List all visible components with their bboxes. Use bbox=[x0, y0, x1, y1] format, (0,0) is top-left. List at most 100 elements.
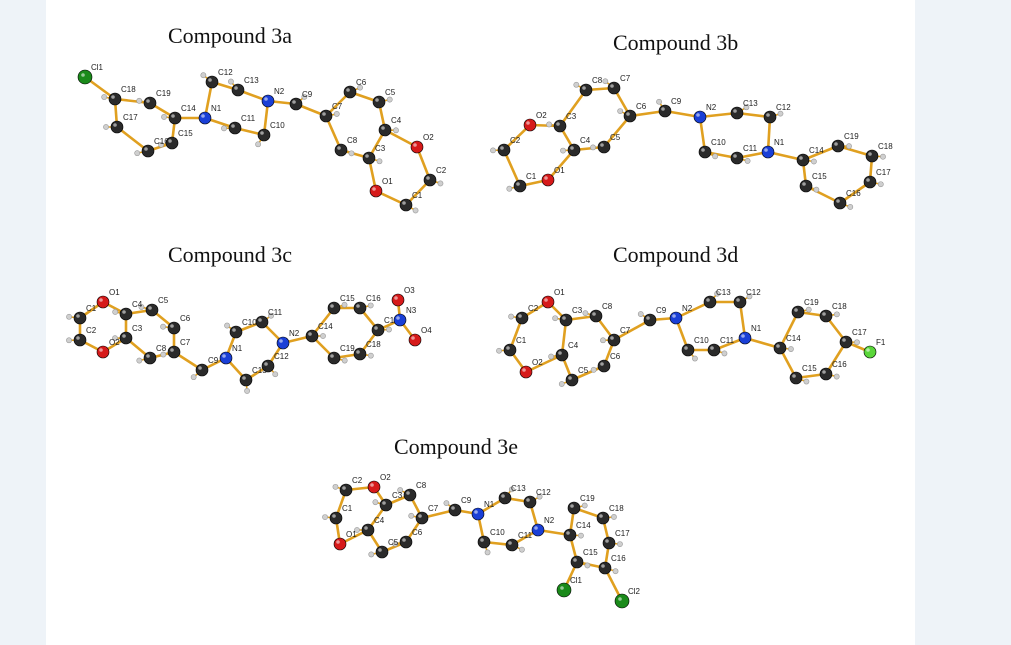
atom-highlight bbox=[171, 114, 175, 118]
atom-c5 bbox=[375, 545, 389, 559]
hydrogen-atom bbox=[138, 304, 145, 310]
atom-c18 bbox=[865, 149, 879, 163]
atom-c1 bbox=[399, 198, 413, 212]
hydrogen-atom bbox=[320, 333, 326, 339]
atom-label: C7 bbox=[332, 102, 343, 111]
atom-n1 bbox=[219, 351, 233, 365]
atom-c19 bbox=[791, 305, 805, 319]
atom-label: C10 bbox=[270, 121, 285, 130]
atom-label: C15 bbox=[583, 548, 598, 557]
hydrogen-atom bbox=[333, 111, 340, 117]
atom-highlight bbox=[733, 154, 737, 158]
atom-label: C2 bbox=[352, 476, 363, 485]
atom-highlight bbox=[516, 182, 520, 186]
atom-c3 bbox=[119, 331, 133, 345]
atom-highlight bbox=[76, 336, 80, 340]
atom-label: C4 bbox=[374, 516, 385, 525]
atom-label: C12 bbox=[274, 352, 289, 361]
hydrogen-atom bbox=[368, 551, 375, 558]
atom-highlight bbox=[599, 514, 603, 518]
atom-c6 bbox=[399, 535, 413, 549]
atom-highlight bbox=[866, 348, 870, 352]
atom-highlight bbox=[592, 312, 596, 316]
hydrogen-atom bbox=[777, 110, 784, 117]
atom-c17 bbox=[839, 335, 853, 349]
atom-label: C16 bbox=[366, 294, 381, 303]
hydrogen-atom bbox=[244, 388, 250, 394]
atom-highlight bbox=[526, 498, 530, 502]
hydrogen-atom bbox=[602, 78, 609, 85]
atom-highlight bbox=[500, 146, 504, 150]
hydrogen-atom bbox=[880, 153, 886, 160]
atom-n2 bbox=[261, 94, 275, 108]
atom-c4 bbox=[361, 523, 375, 537]
atom-highlight bbox=[208, 78, 212, 82]
atom-highlight bbox=[573, 558, 577, 562]
title-compound-3a: Compound 3a bbox=[168, 23, 293, 48]
hydrogen-atom bbox=[805, 306, 812, 313]
atom-highlight bbox=[146, 354, 150, 358]
atom-c7 bbox=[415, 511, 429, 525]
atom-label: C7 bbox=[180, 338, 191, 347]
atom-label: C5 bbox=[578, 366, 589, 375]
atom-label: C18 bbox=[366, 340, 381, 349]
atom-highlight bbox=[802, 182, 806, 186]
atom-c5 bbox=[565, 373, 579, 387]
atom-c19 bbox=[567, 501, 581, 515]
hydrogen-atom bbox=[590, 366, 597, 373]
hydrogen-atom bbox=[272, 371, 279, 378]
atom-label: C14 bbox=[576, 521, 591, 530]
atom-c11 bbox=[255, 315, 269, 329]
atom-c2 bbox=[73, 333, 87, 347]
atom-label: C2 bbox=[510, 136, 521, 145]
atom-c10 bbox=[477, 535, 491, 549]
hydrogen-atom bbox=[714, 290, 721, 297]
atom-c7 bbox=[607, 81, 621, 95]
atom-label: C7 bbox=[428, 504, 439, 513]
hydrogen-atom bbox=[578, 532, 584, 539]
atom-c2 bbox=[423, 173, 437, 187]
atom-label: N2 bbox=[289, 329, 300, 338]
atom-highlight bbox=[526, 121, 530, 125]
hydrogen-atom bbox=[386, 96, 393, 103]
hydrogen-atom bbox=[101, 94, 108, 100]
atom-c5 bbox=[597, 140, 611, 154]
atom-c6 bbox=[343, 85, 357, 99]
bond bbox=[546, 148, 576, 182]
hydrogen-atom bbox=[548, 353, 555, 360]
atom-c11 bbox=[228, 121, 242, 135]
atom-c14 bbox=[168, 111, 182, 125]
atom-highlight bbox=[148, 306, 152, 310]
atom-label: N1 bbox=[751, 324, 762, 333]
atom-c17 bbox=[602, 536, 616, 550]
atom-highlight bbox=[330, 304, 334, 308]
atom-label: C13 bbox=[511, 484, 526, 493]
atom-highlight bbox=[144, 147, 148, 151]
atom-highlight bbox=[396, 316, 400, 320]
atom-c1 bbox=[329, 511, 343, 525]
atom-highlight bbox=[364, 526, 368, 530]
atom-label: C4 bbox=[568, 341, 579, 350]
bond bbox=[524, 353, 564, 374]
hydrogen-atom bbox=[656, 98, 662, 105]
atom-n1 bbox=[761, 145, 775, 159]
atom-c15 bbox=[789, 371, 803, 385]
atom-label: C11 bbox=[241, 114, 256, 123]
atom-highlight bbox=[234, 86, 238, 90]
atom-c12 bbox=[205, 75, 219, 89]
hydrogen-atom bbox=[367, 352, 374, 359]
atom-label: N2 bbox=[706, 103, 717, 112]
atom-c13 bbox=[730, 106, 744, 120]
atom-c16 bbox=[598, 561, 612, 575]
atom-label: C6 bbox=[180, 314, 191, 323]
hydrogen-atom bbox=[357, 84, 363, 91]
atom-label: O3 bbox=[404, 286, 415, 295]
atom-label: C17 bbox=[384, 316, 399, 325]
atom-highlight bbox=[842, 338, 846, 342]
atom-c7 bbox=[319, 109, 333, 123]
atom-highlight bbox=[610, 336, 614, 340]
atom-highlight bbox=[170, 324, 174, 328]
atom-highlight bbox=[701, 148, 705, 152]
hydrogen-atom bbox=[833, 311, 840, 318]
